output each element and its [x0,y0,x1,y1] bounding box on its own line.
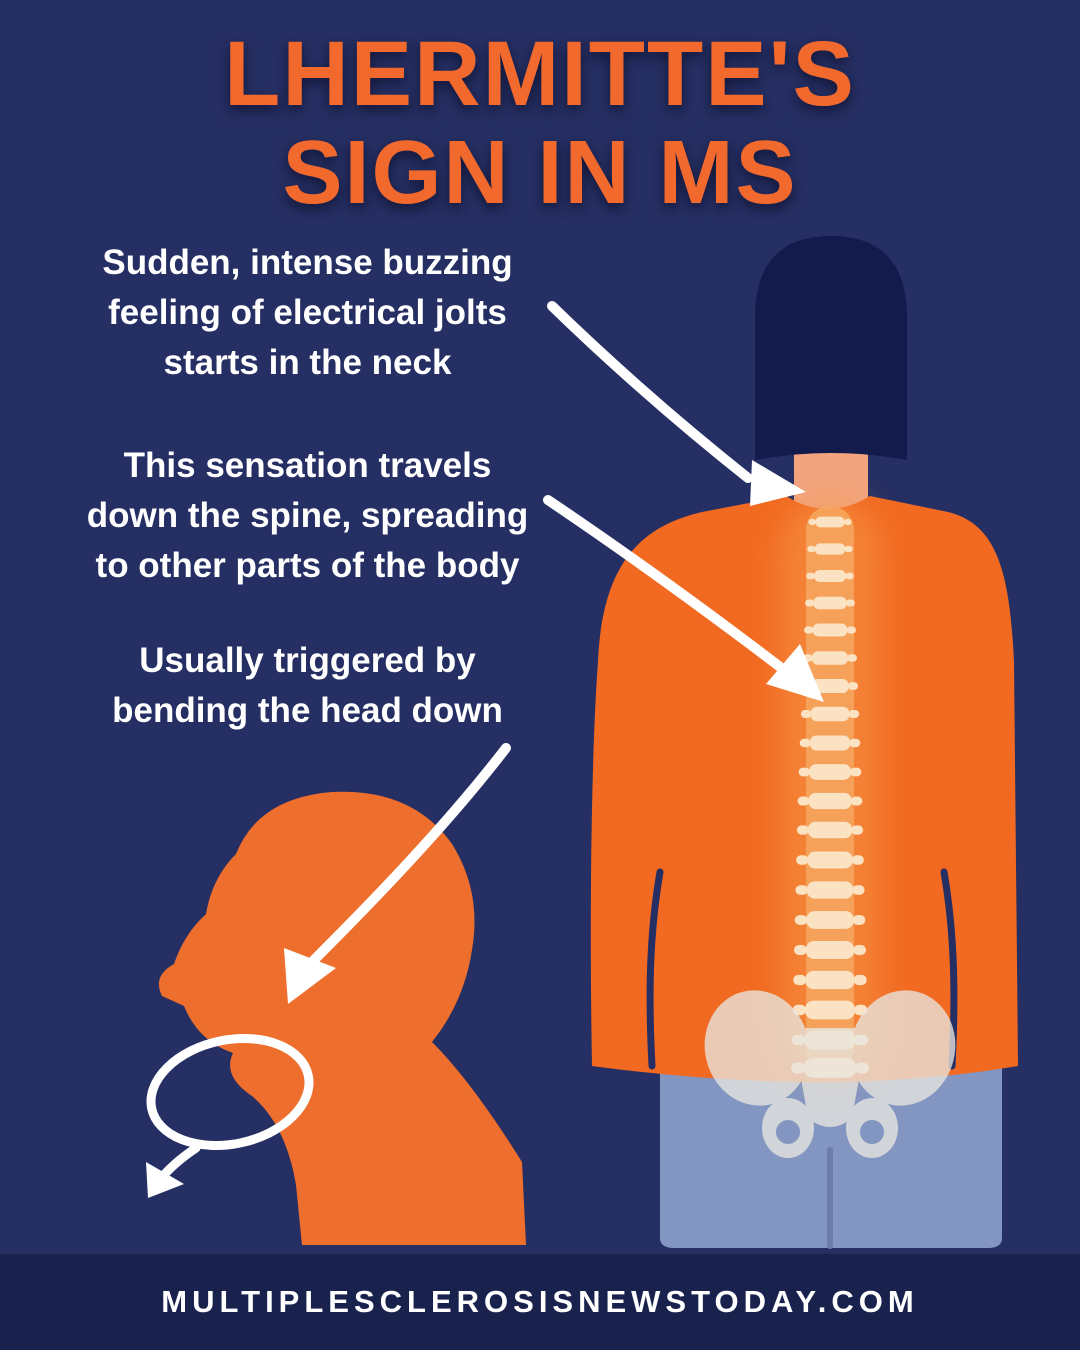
callout-neck-line-2: feeling of electrical jolts [108,293,507,333]
callout-neck-line-3: starts in the neck [163,343,452,383]
title-line-1: LHERMITTE'S [224,23,856,125]
spine-illustration [778,498,882,1078]
arrow-to-head-icon [284,743,511,1004]
arrow-to-neck-icon [547,301,806,506]
page-title: LHERMITTE'S SIGN IN MS [0,28,1080,218]
callout-spine-line-3: to other parts of the body [95,546,520,586]
callout-spine-line-1: This sensation travels [123,446,492,485]
head-bend-silhouette [158,791,526,1245]
footer-bar: MULTIPLESCLEROSISNEWSTODAY.COM [0,1254,1080,1350]
hair [755,236,907,460]
title-line-2: SIGN IN MS [282,123,798,223]
callout-head-bend: Usually triggered by bending the head do… [55,636,560,736]
left-arm-gap [646,868,664,1070]
person-back-illustration [590,236,1018,1249]
pelvis-illustration [704,990,956,1158]
callout-head-bend-line-2: bending the head down [112,691,503,731]
arrow-to-spine-icon [543,495,824,702]
callout-head-bend-line-1: Usually triggered by [139,641,476,680]
website-url: MULTIPLESCLEROSISNEWSTODAY.COM [161,1284,919,1319]
callout-neck-line-1: Sudden, intense buzzing [102,243,513,282]
callout-spine: This sensation travels down the spine, s… [55,441,560,591]
bend-direction-loop-icon [146,1033,314,1198]
callout-spine-line-2: down the spine, spreading [86,496,529,536]
callout-neck: Sudden, intense buzzing feeling of elect… [55,238,560,388]
